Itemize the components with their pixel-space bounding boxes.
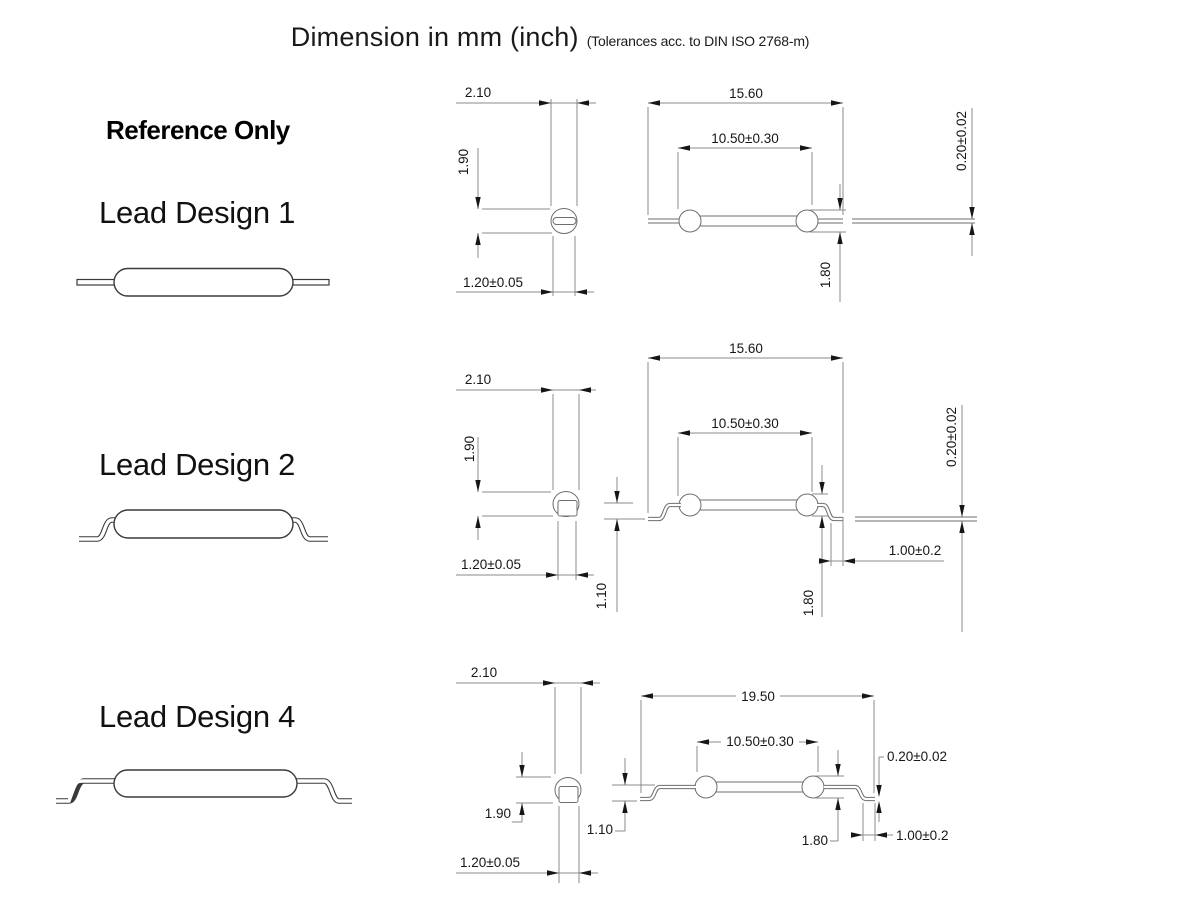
dim-lead-width-d4: 1.20±0.05 — [456, 806, 598, 883]
bulb-right — [795, 493, 819, 517]
dim-bend-drop-d4: 1.10 — [587, 758, 655, 837]
design1-dimension-drawing: 2.10 1.90 1.20±0.05 15.60 — [456, 85, 975, 302]
lead-design-2-reference-drawing — [79, 509, 328, 542]
lead-design-1-reference-drawing — [76, 267, 330, 297]
dim-label-overall-length: 19.50 — [741, 689, 775, 704]
dim-end-height-d4: 1.90 — [485, 752, 553, 823]
dim-label-lead-width: 1.20±0.05 — [463, 275, 523, 290]
lead-design-1-label: Lead Design 1 — [99, 195, 296, 230]
switch-lead-left — [76, 278, 118, 286]
switch-glass-body — [113, 509, 294, 539]
dim-lead-thickness-d1: 0.20±0.02 — [954, 108, 975, 256]
switch-lead-right — [290, 278, 330, 286]
design4-dimension-drawing: 2.10 1.90 1.20±0.05 1.10 — [456, 665, 948, 883]
dim-end-height-d2: 1.90 — [462, 436, 553, 540]
end-view-lead-square — [558, 786, 579, 803]
dim-bulb-diameter-d1: 1.80 — [810, 184, 846, 302]
dim-end-width-d4: 2.10 — [456, 665, 600, 774]
switch-lead-left — [56, 778, 122, 804]
lead-continuation — [855, 516, 977, 522]
dim-label-glass-length: 10.50±0.30 — [711, 416, 778, 431]
bulb-left — [678, 209, 702, 233]
dim-overall-length-d1: 15.60 — [647, 86, 844, 215]
glass-tube — [700, 499, 797, 511]
dim-bulb-diameter-d4: 1.80 — [802, 750, 844, 848]
dim-label-lead-thickness: 0.20±0.02 — [887, 749, 947, 764]
flat-leads — [648, 218, 975, 224]
dim-lead-width-d1: 1.20±0.05 — [456, 236, 594, 296]
switch-glass-body — [113, 769, 298, 798]
dim-label-bend-drop: 1.10 — [594, 583, 609, 609]
bulb-left — [678, 493, 702, 517]
dim-label-end-height: 1.90 — [485, 806, 511, 821]
title-main: Dimension in mm (inch) — [290, 22, 579, 52]
dim-glass-length-d2: 10.50±0.30 — [677, 416, 813, 496]
bulb-right — [795, 209, 819, 233]
page-title: Dimension in mm (inch) (Tolerances acc. t… — [0, 22, 1100, 53]
bent-lead-left — [640, 784, 696, 802]
dim-label-foot-length: 1.00±0.2 — [889, 543, 941, 558]
end-view-lead-square — [557, 500, 578, 517]
dim-label-lead-width: 1.20±0.05 — [461, 557, 521, 572]
dim-foot-length-d2: 1.00±0.2 — [819, 517, 944, 566]
dim-label-end-width: 2.10 — [471, 665, 497, 680]
dim-label-lead-thickness: 0.20±0.02 — [944, 407, 959, 467]
lead-design-2-label: Lead Design 2 — [99, 447, 296, 482]
dim-label-lead-thickness: 0.20±0.02 — [954, 111, 969, 171]
dim-foot-length-d4: 1.00±0.2 — [851, 803, 948, 843]
bulb-right — [801, 775, 825, 799]
end-view-lead-flat — [552, 217, 577, 225]
dim-lead-thickness-d2: 0.20±0.02 — [944, 405, 965, 632]
dim-overall-length-d4: 19.50 — [640, 689, 875, 793]
reference-only-label: Reference Only — [106, 115, 290, 145]
dim-end-width-d1: 2.10 — [456, 85, 596, 206]
lead-design-4-label: Lead Design 4 — [99, 699, 296, 734]
dim-lead-thickness-d4: 0.20±0.02 — [876, 749, 947, 822]
dim-label-end-height: 1.90 — [456, 149, 471, 175]
lead-design-4-reference-drawing — [56, 769, 352, 804]
glass-tube — [700, 215, 797, 227]
dim-bulb-diameter-d2: 1.80 — [801, 465, 828, 617]
switch-glass-body — [113, 267, 294, 297]
dim-label-end-height: 1.90 — [462, 436, 477, 462]
dim-end-width-d2: 2.10 — [456, 372, 596, 490]
dim-label-bulb-diameter: 1.80 — [802, 833, 828, 848]
dim-label-bend-drop: 1.10 — [587, 822, 613, 837]
dim-label-foot-length: 1.00±0.2 — [896, 828, 948, 843]
dim-glass-length-d1: 10.50±0.30 — [677, 131, 813, 209]
dim-label-overall-length: 15.60 — [729, 86, 763, 101]
glass-tube — [716, 781, 803, 793]
dim-label-end-width: 2.10 — [465, 85, 491, 100]
dim-lead-width-d2: 1.20±0.05 — [456, 521, 594, 580]
dim-overall-length-d2: 15.60 — [647, 341, 844, 513]
bulb-left — [694, 775, 718, 799]
dim-glass-length-d4: 10.50±0.30 — [696, 734, 819, 772]
dim-label-glass-length: 10.50±0.30 — [726, 734, 793, 749]
dim-label-overall-length: 15.60 — [729, 341, 763, 356]
dim-end-height-d1: 1.90 — [456, 148, 552, 258]
title-tolerance-note: (Tolerances acc. to DIN ISO 2768-m) — [586, 33, 810, 49]
dim-label-bulb-diameter: 1.80 — [801, 590, 816, 616]
dim-label-lead-width: 1.20±0.05 — [460, 855, 520, 870]
dim-label-end-width: 2.10 — [465, 372, 491, 387]
dim-bend-drop-d2: 1.10 — [594, 477, 645, 612]
design2-dimension-drawing: 2.10 1.90 1.20±0.05 1.10 — [456, 341, 977, 632]
bent-lead-right — [824, 784, 875, 802]
dim-label-bulb-diameter: 1.80 — [818, 262, 833, 288]
dim-label-glass-length: 10.50±0.30 — [711, 131, 778, 146]
